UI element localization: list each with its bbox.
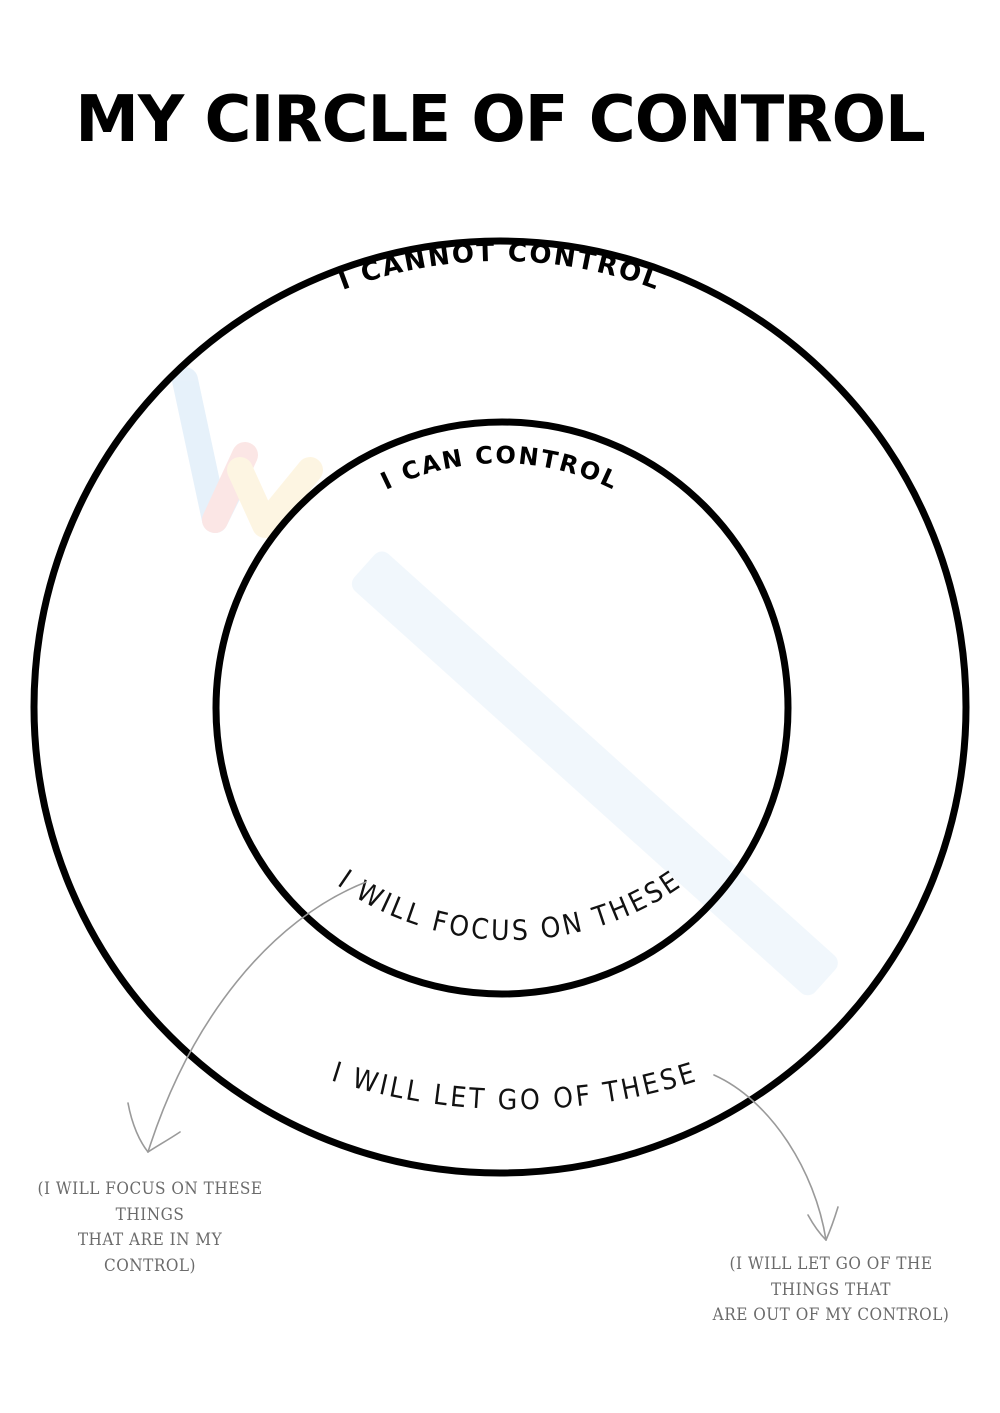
outer-circle-top-label: I CANNOT CONTROL <box>335 238 666 297</box>
note-let-go-line1: (I will let go of the things that <box>729 1254 933 1300</box>
note-focus-line1: (I will focus on these things <box>37 1179 263 1225</box>
outer-circle <box>30 237 970 1177</box>
inner-circle-top-label: I CAN CONTROL <box>376 441 623 496</box>
page-title: MY CIRCLE OF CONTROL <box>75 83 926 157</box>
note-focus-line2: that are in my control) <box>77 1230 223 1276</box>
left-arrow-icon <box>127 881 367 1153</box>
note-focus: (I will focus on these things that are i… <box>30 1177 270 1279</box>
note-let-go: (I will let go of the things that are ou… <box>706 1252 956 1329</box>
inner-circle-bottom-label: I WILL FOCUS ON THESE <box>332 863 687 947</box>
outer-circle-bottom-label: I WILL LET GO OF THESE <box>328 1055 701 1116</box>
note-let-go-line2: are out of my control) <box>712 1305 950 1325</box>
right-arrow-icon <box>713 1074 839 1241</box>
inner-circle <box>212 418 792 998</box>
